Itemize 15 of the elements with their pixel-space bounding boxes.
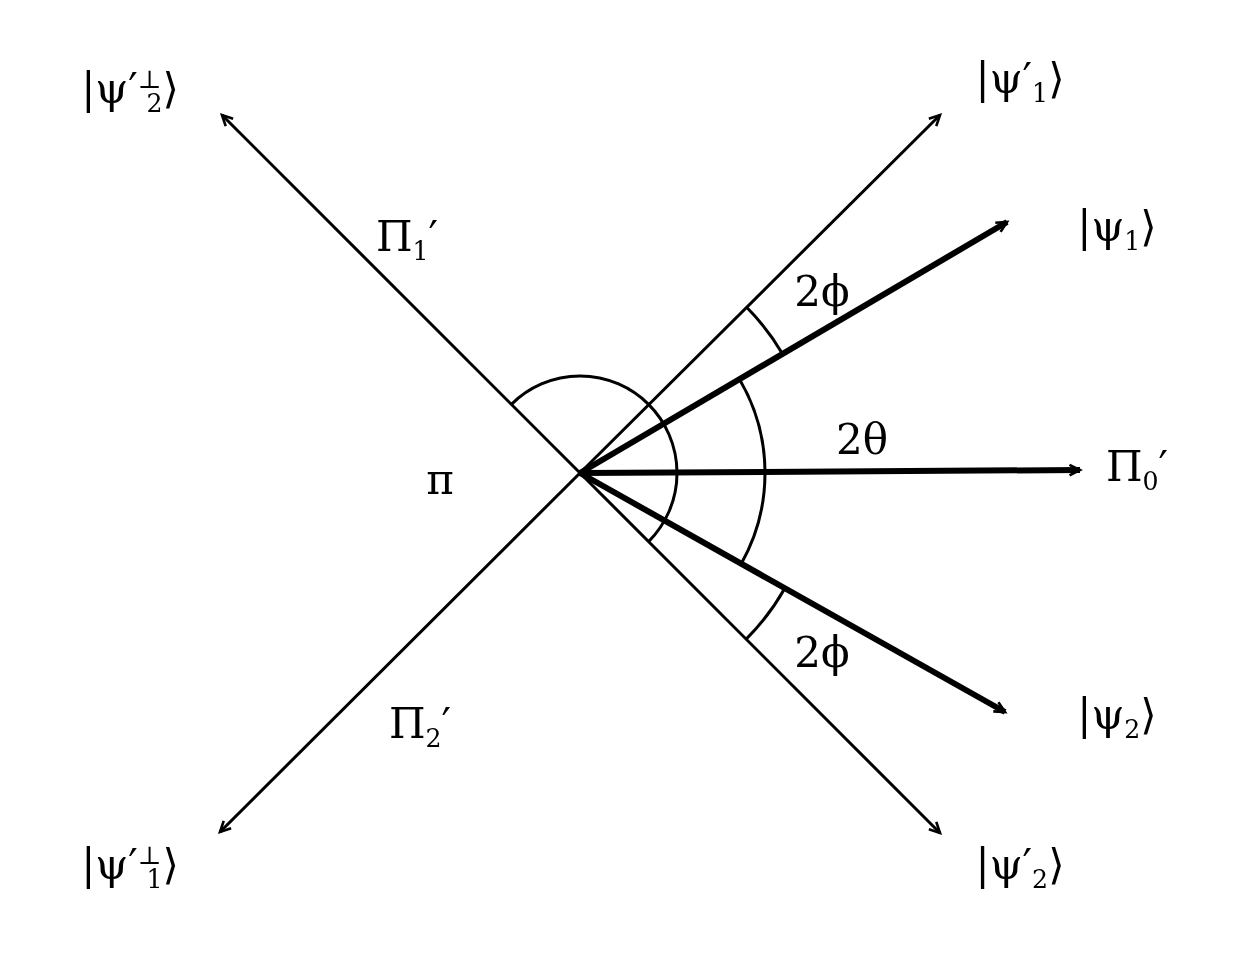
angle-label: π	[426, 459, 454, 501]
vector-arrow	[218, 471, 582, 834]
angle-label: 2ϕ	[794, 271, 850, 313]
vector-label: Π$_{1}$′	[375, 215, 439, 265]
vector-label: Π$_{0}$′	[1105, 445, 1169, 495]
vector-label: |ψ′$^{⊥}$$_{2}$⟩	[81, 67, 179, 117]
vector-arrow	[220, 113, 582, 475]
vector-label: |ψ′$_{2}$⟩	[975, 843, 1065, 893]
angle-label: 2θ	[836, 419, 888, 461]
angle-label: 2ϕ	[794, 632, 850, 674]
vector-label: Π$_{2}$′	[388, 702, 452, 752]
vector-label: |ψ′$_{1}$⟩	[975, 57, 1065, 107]
vector-label: |ψ′$^{⊥}$$_{1}$⟩	[81, 843, 179, 893]
vector-label: |ψ$_{1}$⟩	[1077, 205, 1157, 255]
vector-label: |ψ$_{2}$⟩	[1077, 693, 1157, 743]
